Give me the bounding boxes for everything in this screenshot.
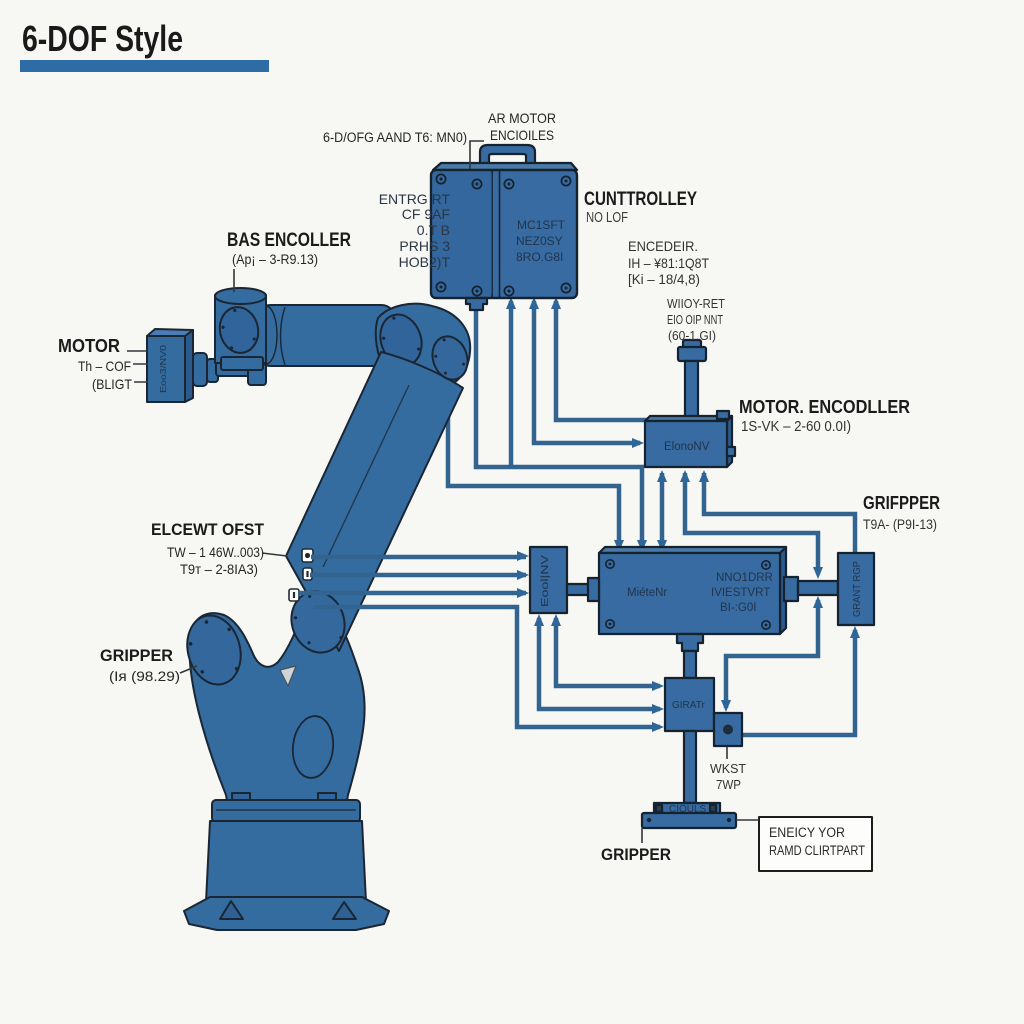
svg-text:1S-VK – 2-60 0.0I): 1S-VK – 2-60 0.0I): [741, 419, 851, 435]
svg-text:GRIPPER: GRIPPER: [601, 845, 671, 864]
svg-text:AR MOTOR: AR MOTOR: [488, 110, 556, 126]
svg-text:NEZ0SY: NEZ0SY: [516, 234, 563, 248]
svg-text:T9A- (P9I-13): T9A- (P9I-13): [863, 516, 937, 532]
svg-text:NO LOF: NO LOF: [586, 209, 628, 226]
svg-text:MC1SFT: MC1SFT: [517, 218, 566, 232]
svg-text:(60-1.GI): (60-1.GI): [668, 328, 716, 343]
svg-text:BAS ENCOLLER: BAS ENCOLLER: [227, 230, 351, 251]
svg-text:T9т – 2-8IА3): T9т – 2-8IА3): [180, 561, 258, 577]
svg-text:GIRATr: GIRATr: [672, 700, 705, 711]
svg-text:(BLIGT: (BLIGT: [92, 376, 132, 392]
svg-text:0.T B: 0.T B: [417, 222, 450, 238]
svg-text:[Ki – 18/4,8): [Ki – 18/4,8): [628, 271, 700, 287]
svg-text:NNO1DRR: NNO1DRR: [716, 572, 773, 584]
svg-text:ENCEDEIR.: ENCEDEIR.: [628, 238, 698, 254]
svg-text:ElonoNV: ElonoNV: [664, 441, 710, 453]
svg-text:7WP: 7WP: [716, 777, 741, 792]
svg-text:Th – COF: Th – COF: [78, 358, 131, 374]
svg-text:BI-:G0I: BI-:G0I: [720, 602, 756, 614]
svg-text:GRIPPER: GRIPPER: [100, 646, 173, 665]
svg-text:(Ap¡ – 3-R9.13): (Ap¡ – 3-R9.13): [232, 251, 318, 267]
svg-text:6-D/OFG AAND T6: MN0): 6-D/OFG AAND T6: MN0): [323, 130, 467, 145]
svg-text:GRANT RGP: GRANT RGP: [852, 561, 863, 617]
svg-text:WKST: WKST: [710, 761, 746, 776]
svg-text:WIIOY-RET: WIIOY-RET: [667, 296, 725, 311]
svg-text:IH – ¥81:1Q8T: IH – ¥81:1Q8T: [628, 255, 709, 271]
svg-text:8RO.G8I: 8RO.G8I: [516, 250, 563, 264]
svg-text:CIOULS: CIOULS: [669, 804, 707, 815]
svg-text:CF 9AF: CF 9AF: [402, 206, 450, 222]
svg-text:PRHS 3: PRHS 3: [399, 238, 450, 254]
svg-text:TW – 1 46W..003): TW – 1 46W..003): [167, 544, 264, 560]
svg-text:ENEICY YOR: ENEICY YOR: [769, 825, 845, 840]
svg-text:MiéteNr: MiéteNr: [627, 587, 667, 599]
svg-text:RAMD CLIRTPART: RAMD CLIRTPART: [769, 843, 865, 858]
svg-text:ENCIOILES: ENCIOILES: [490, 127, 554, 143]
svg-text:ELCEWT OFST: ELCEWT OFST: [151, 520, 265, 539]
svg-text:EIO OIP NNT: EIO OIP NNT: [667, 312, 723, 327]
svg-text:IVIESTVRT: IVIESTVRT: [711, 587, 770, 599]
svg-text:ENTRG RT: ENTRG RT: [379, 191, 451, 207]
svg-text:HOB2)T: HOB2)T: [399, 254, 451, 270]
svg-text:(Iя (98.29): (Iя (98.29): [109, 668, 180, 684]
svg-text:GRIFPPER: GRIFPPER: [863, 493, 940, 513]
svg-text:MOTOR: MOTOR: [58, 336, 120, 356]
svg-text:Eoo3/NV0: Eoo3/NV0: [158, 345, 168, 393]
svg-text:MOTOR. ENCODLLER: MOTOR. ENCODLLER: [739, 397, 910, 417]
svg-text:6-DOF Style: 6-DOF Style: [22, 18, 183, 59]
svg-text:CUNTTROLLEY: CUNTTROLLEY: [584, 189, 697, 210]
svg-text:Eool|NV: Eool|NV: [540, 555, 551, 607]
